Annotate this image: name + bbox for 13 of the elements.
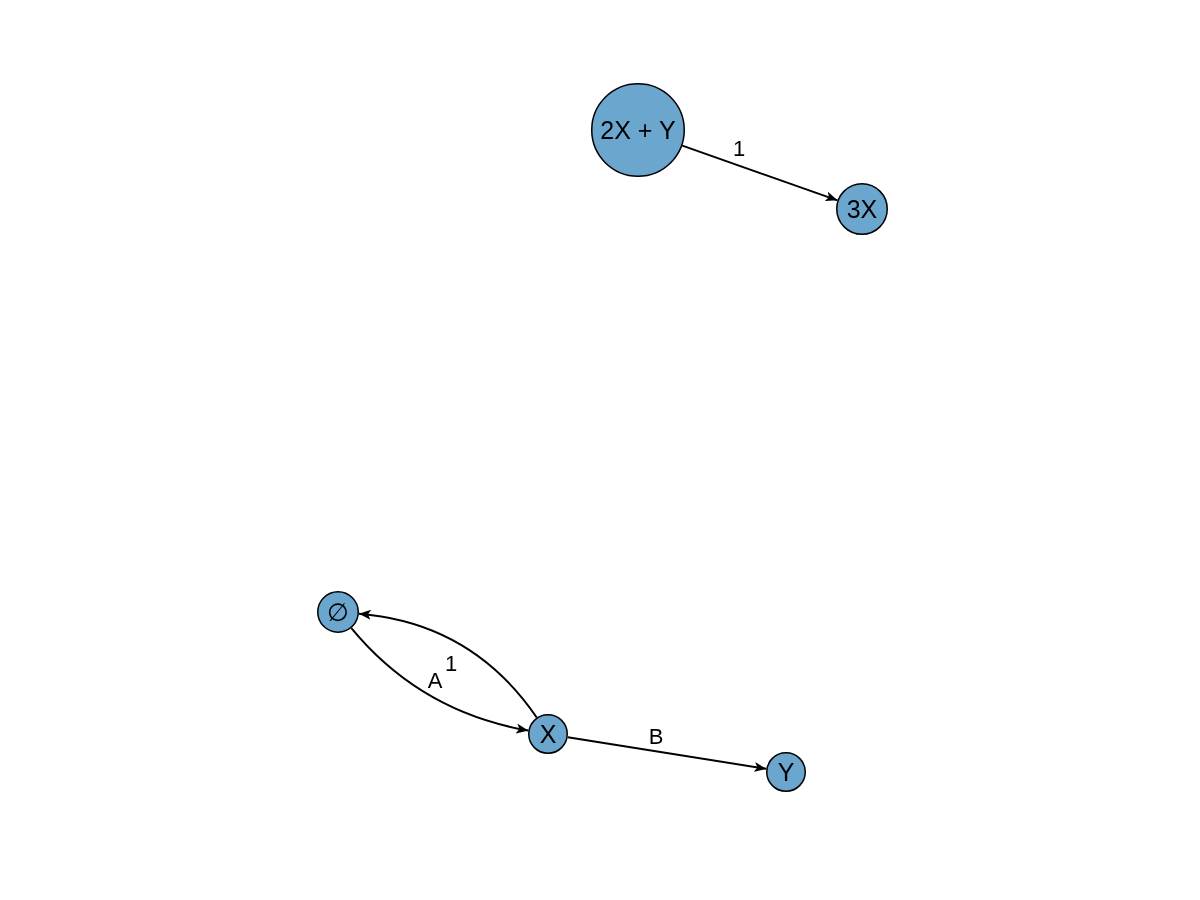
- species-node: [591, 83, 685, 177]
- species-node: [766, 752, 806, 792]
- arrow: [681, 144, 839, 202]
- species-node: [528, 714, 568, 754]
- species-node: [317, 591, 359, 633]
- species-node: [836, 183, 888, 235]
- arrow: [566, 736, 768, 772]
- species-label: Y: [777, 759, 795, 785]
- species-label: X: [539, 721, 557, 747]
- species-label: 2X + Y: [600, 117, 676, 143]
- arrow: [350, 627, 530, 734]
- species-label: 3X: [846, 196, 878, 222]
- species-label: ∅: [327, 599, 349, 625]
